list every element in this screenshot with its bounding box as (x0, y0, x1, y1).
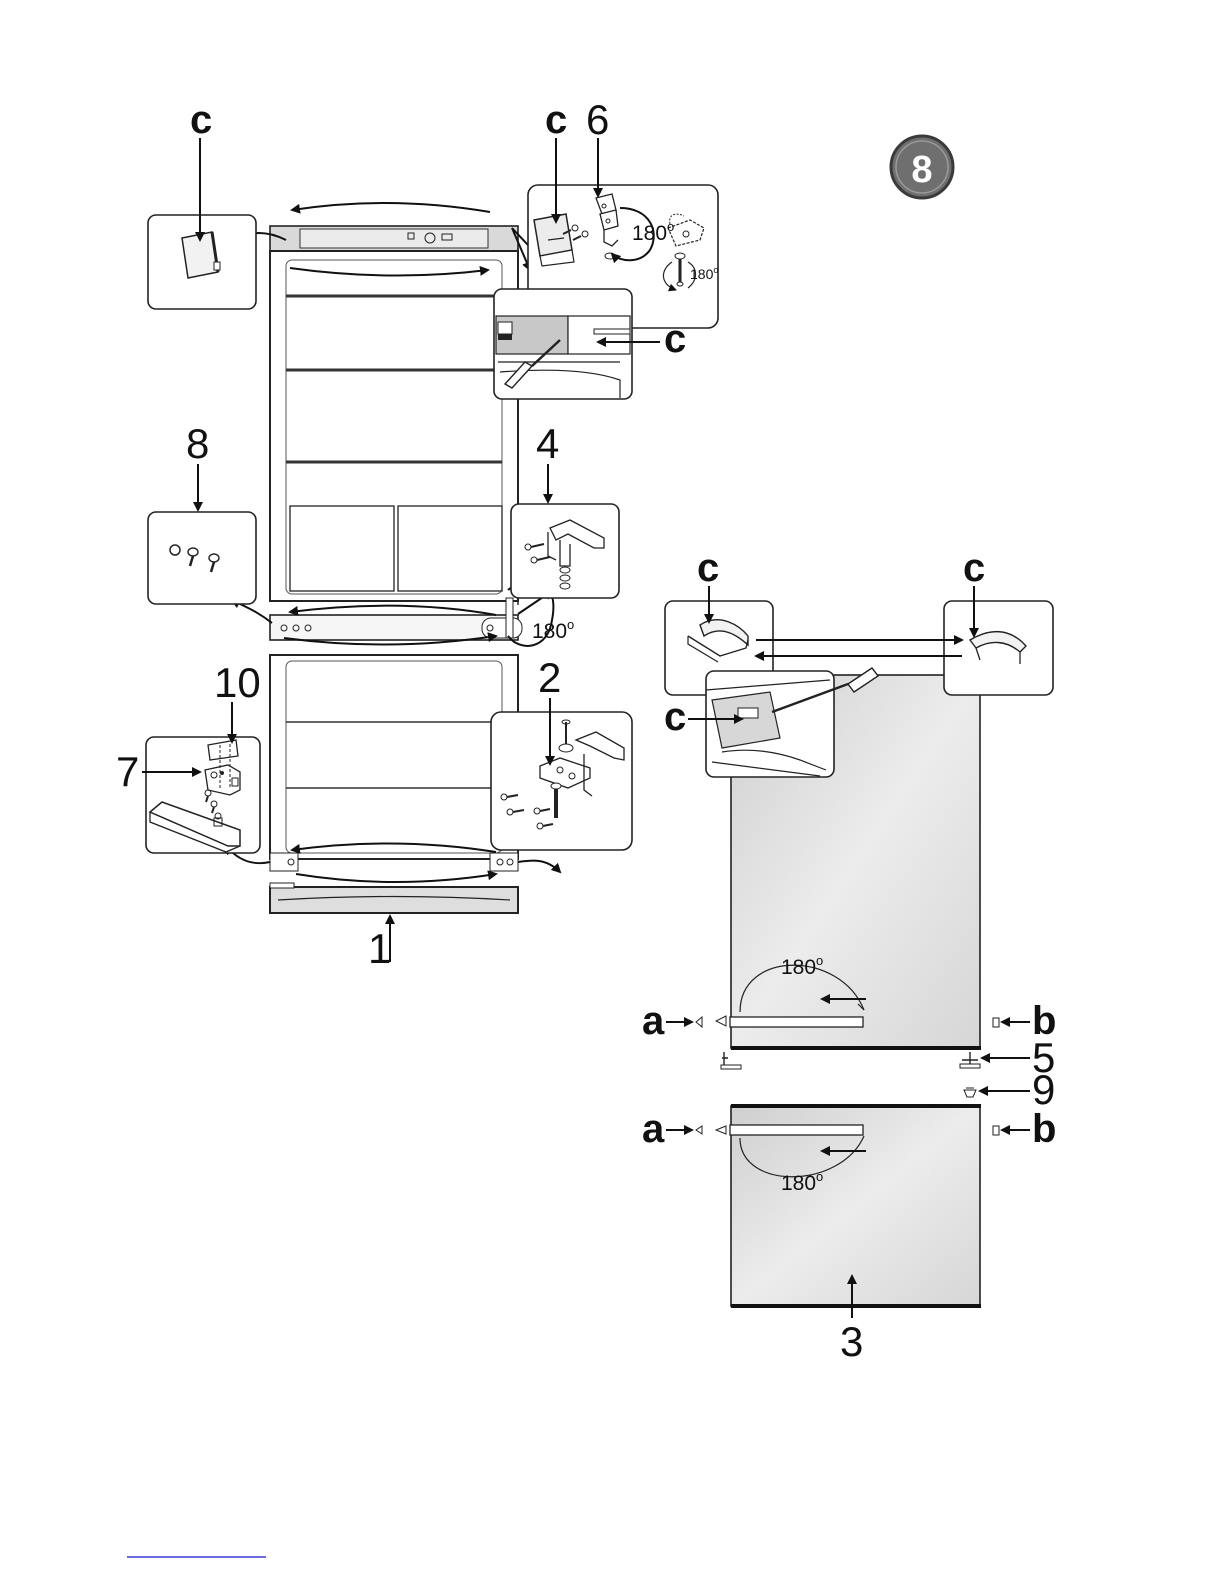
detail-panel-screwdriver-top (494, 289, 632, 399)
label-9: 9 (1032, 1066, 1055, 1113)
detail-panel-4 (511, 504, 619, 598)
label-c-top-right: c (545, 98, 567, 142)
cover-swap-arrows (756, 640, 962, 656)
label-a-lower: a (642, 1107, 665, 1151)
detail-panel-8 (148, 512, 256, 604)
fridge-interior (270, 226, 522, 913)
label-c-door-screwdriver: c (664, 695, 686, 739)
step-number: 8 (911, 149, 932, 191)
label-3: 3 (840, 1318, 863, 1365)
label-180-middle-hinge: 180o (532, 617, 574, 643)
label-c-cover-right: c (963, 546, 985, 590)
label-4: 4 (536, 420, 559, 467)
label-2: 2 (538, 654, 561, 701)
label-1: 1 (368, 925, 391, 972)
step-badge: 8 (891, 136, 953, 198)
label-c-screwdriver: c (664, 317, 686, 361)
detail-panel-2 (491, 712, 632, 850)
label-c-top-left: c (190, 98, 212, 142)
label-b-lower: b (1032, 1107, 1056, 1151)
lower-door (696, 1016, 999, 1306)
detail-panel-7-10 (146, 737, 260, 853)
detail-panel-door-cover-right (944, 601, 1053, 695)
label-6: 6 (586, 96, 609, 143)
label-a-upper: a (642, 999, 665, 1043)
detail-panel-top-left (148, 215, 256, 309)
label-8: 8 (186, 420, 209, 467)
label-10: 10 (214, 659, 261, 706)
label-7: 7 (116, 748, 139, 795)
label-c-cover-left: c (697, 546, 719, 590)
